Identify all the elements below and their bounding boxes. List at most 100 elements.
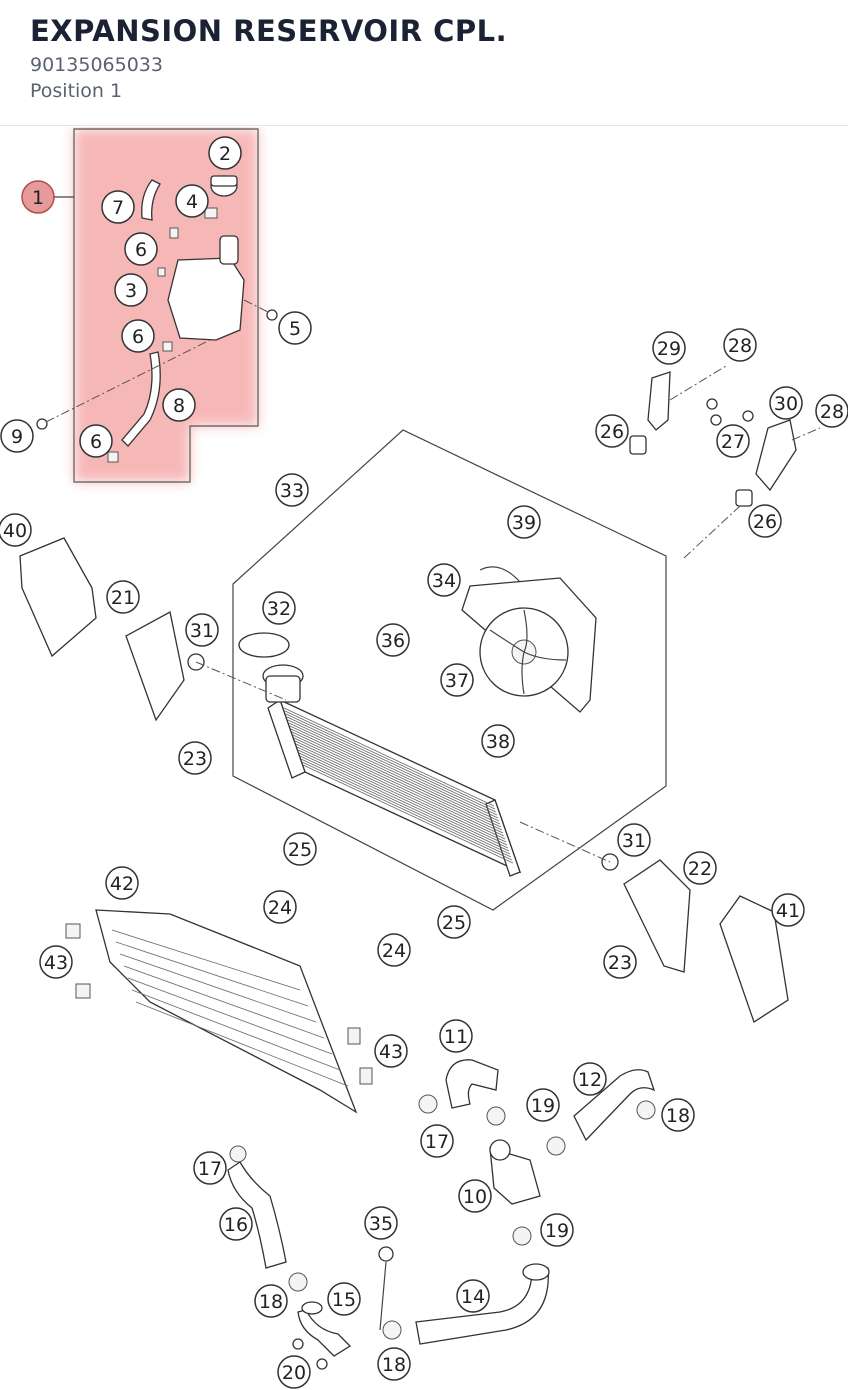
callout-number: 7	[112, 197, 124, 219]
callout-36[interactable]: 36	[376, 623, 410, 657]
callout-14[interactable]: 14	[456, 1279, 490, 1313]
callout-24[interactable]: 24	[263, 890, 297, 924]
callout-number: 32	[267, 598, 291, 620]
callout-6[interactable]: 6	[79, 424, 113, 458]
callout-number: 31	[622, 830, 646, 852]
cooling-fan	[461, 566, 597, 713]
callout-number: 34	[432, 570, 456, 592]
callout-31[interactable]: 31	[617, 823, 651, 857]
callout-43[interactable]: 43	[39, 945, 73, 979]
callout-25[interactable]: 25	[437, 905, 471, 939]
callout-1[interactable]: 1	[21, 180, 55, 214]
callout-number: 8	[173, 395, 185, 417]
callout-43[interactable]: 43	[374, 1034, 408, 1068]
callout-number: 25	[442, 912, 466, 934]
callout-6[interactable]: 6	[124, 232, 158, 266]
radiator	[238, 632, 522, 877]
callout-number: 14	[461, 1286, 485, 1308]
callout-23[interactable]: 23	[603, 945, 637, 979]
callout-number: 33	[280, 480, 304, 502]
callout-number: 10	[463, 1186, 487, 1208]
callout-number: 25	[288, 839, 312, 861]
callout-number: 18	[382, 1354, 406, 1376]
callout-22[interactable]: 22	[683, 851, 717, 885]
callout-number: 28	[728, 335, 752, 357]
callout-19[interactable]: 19	[540, 1213, 574, 1247]
callout-number: 23	[183, 748, 207, 770]
callout-20[interactable]: 20	[277, 1355, 311, 1389]
callout-25[interactable]: 25	[283, 832, 317, 866]
callout-24[interactable]: 24	[377, 933, 411, 967]
callout-number: 43	[44, 952, 68, 974]
callout-number: 30	[774, 393, 798, 415]
callout-23[interactable]: 23	[178, 741, 212, 775]
callout-33[interactable]: 33	[275, 473, 309, 507]
callout-40[interactable]: 40	[0, 513, 32, 547]
callout-32[interactable]: 32	[262, 591, 296, 625]
callout-18[interactable]: 18	[377, 1347, 411, 1381]
callout-number: 9	[11, 426, 23, 448]
callout-number: 26	[600, 421, 624, 443]
callout-3[interactable]: 3	[114, 273, 148, 307]
callout-number: 6	[90, 431, 102, 453]
callout-18[interactable]: 18	[661, 1098, 695, 1132]
callout-number: 11	[444, 1026, 468, 1048]
callout-8[interactable]: 8	[162, 388, 196, 422]
callout-16[interactable]: 16	[219, 1207, 253, 1241]
expansion-reservoir-parts	[36, 175, 278, 463]
callout-28[interactable]: 28	[815, 394, 848, 428]
callout-7[interactable]: 7	[101, 190, 135, 224]
callout-35[interactable]: 35	[364, 1206, 398, 1240]
callout-38[interactable]: 38	[481, 724, 515, 758]
callout-34[interactable]: 34	[427, 563, 461, 597]
callout-37[interactable]: 37	[440, 663, 474, 697]
callout-30[interactable]: 30	[769, 386, 803, 420]
coolant-hoses	[227, 1059, 656, 1370]
callout-number: 24	[382, 940, 406, 962]
callout-39[interactable]: 39	[507, 505, 541, 539]
callout-21[interactable]: 21	[106, 580, 140, 614]
callout-12[interactable]: 12	[573, 1062, 607, 1096]
callout-number: 15	[332, 1289, 356, 1311]
callout-11[interactable]: 11	[439, 1019, 473, 1053]
header: EXPANSION RESERVOIR CPL. 90135065033 Pos…	[0, 0, 848, 126]
callout-number: 17	[425, 1131, 449, 1153]
callout-41[interactable]: 41	[771, 893, 805, 927]
callout-9[interactable]: 9	[0, 419, 34, 453]
callout-4[interactable]: 4	[175, 184, 209, 218]
callout-26[interactable]: 26	[595, 414, 629, 448]
callout-19[interactable]: 19	[526, 1088, 560, 1122]
callout-42[interactable]: 42	[105, 866, 139, 900]
callout-number: 26	[753, 511, 777, 533]
callout-29[interactable]: 29	[652, 331, 686, 365]
callout-10[interactable]: 10	[458, 1179, 492, 1213]
callout-number: 24	[268, 897, 292, 919]
callout-number: 38	[486, 731, 510, 753]
callout-18[interactable]: 18	[254, 1284, 288, 1318]
callout-number: 27	[721, 431, 745, 453]
callout-15[interactable]: 15	[327, 1282, 361, 1316]
position-label: Position 1	[30, 80, 123, 102]
callout-17[interactable]: 17	[420, 1124, 454, 1158]
callout-number: 40	[3, 520, 27, 542]
callout-6[interactable]: 6	[121, 319, 155, 353]
callout-27[interactable]: 27	[716, 424, 750, 458]
callout-number: 28	[820, 401, 844, 423]
callout-number: 22	[688, 858, 712, 880]
callout-number: 39	[512, 512, 536, 534]
callout-number: 17	[198, 1158, 222, 1180]
callout-31[interactable]: 31	[185, 613, 219, 647]
part-number: 90135065033	[30, 54, 163, 76]
callout-number: 29	[657, 338, 681, 360]
callout-number: 6	[135, 239, 147, 261]
callout-number: 6	[132, 326, 144, 348]
callout-26[interactable]: 26	[748, 504, 782, 538]
callout-28[interactable]: 28	[723, 328, 757, 362]
callout-2[interactable]: 2	[208, 136, 242, 170]
callout-number: 18	[666, 1105, 690, 1127]
radiator-group-outline	[232, 429, 667, 911]
callout-17[interactable]: 17	[193, 1151, 227, 1185]
callout-5[interactable]: 5	[278, 311, 312, 345]
